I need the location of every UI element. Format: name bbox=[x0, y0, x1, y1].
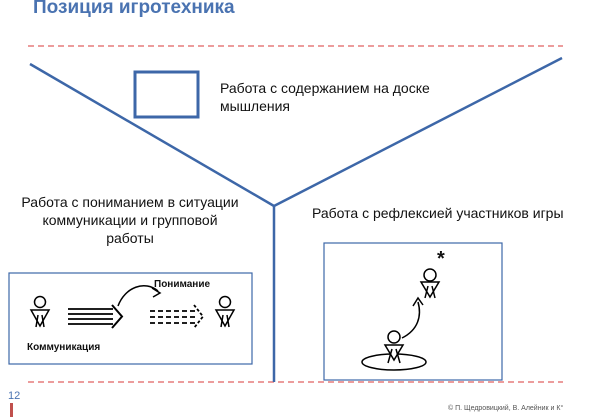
understanding-curve-arrowhead bbox=[151, 287, 162, 298]
communication-position-label: Работа с пониманием в ситуации коммуника… bbox=[21, 194, 239, 246]
page-number: 12 bbox=[8, 390, 21, 402]
footer-bar bbox=[10, 403, 13, 417]
communication-box bbox=[8, 272, 253, 365]
reflection-curve-arrowhead bbox=[412, 296, 424, 307]
divider-right-branch bbox=[273, 56, 563, 208]
communication-label: Коммуникация bbox=[27, 342, 101, 353]
reflection-box bbox=[323, 242, 503, 381]
reflection-curve-arrow bbox=[401, 301, 421, 339]
reflective-position-icon bbox=[419, 268, 441, 299]
copyright-footer: © П. Щедровицкий, В. Алейник и К° bbox=[448, 405, 564, 412]
participant-icon bbox=[383, 330, 405, 364]
divider-left-branch bbox=[29, 62, 275, 208]
reflection-position-label: Работа с рефлексией участников игры bbox=[312, 205, 564, 221]
board-position-label: Работа с содержанием на доске мышления bbox=[220, 80, 430, 114]
slide-title: Позиция игротехника bbox=[33, 0, 235, 18]
star-icon: * bbox=[437, 248, 445, 270]
person-right-icon bbox=[214, 295, 236, 328]
person-left-icon bbox=[29, 295, 51, 328]
thinking-board-icon bbox=[133, 70, 200, 119]
understanding-label: Понимание bbox=[154, 279, 211, 290]
communication-arrow-solid bbox=[68, 304, 124, 329]
